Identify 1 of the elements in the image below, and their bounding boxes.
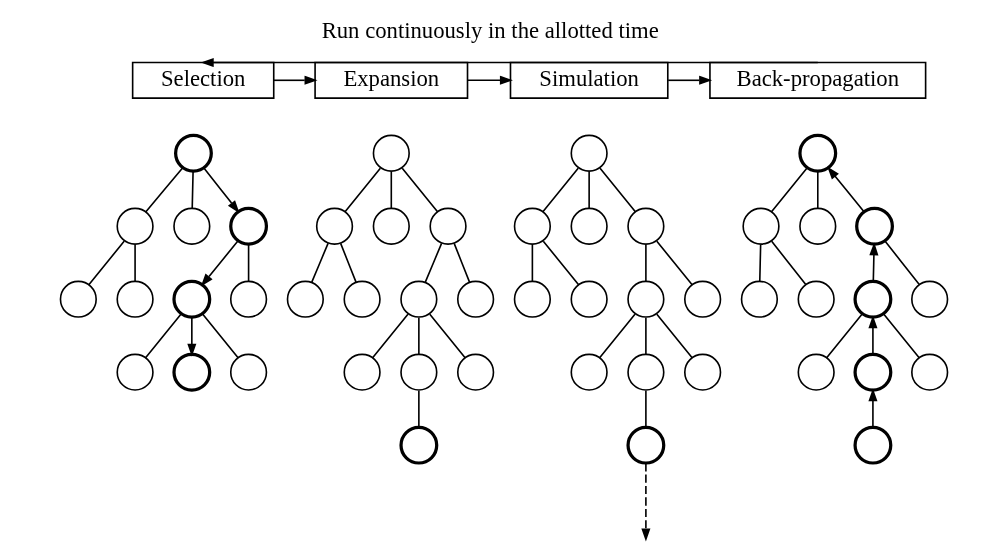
edge-label: Run continuously in the allotted time [321,18,659,44]
